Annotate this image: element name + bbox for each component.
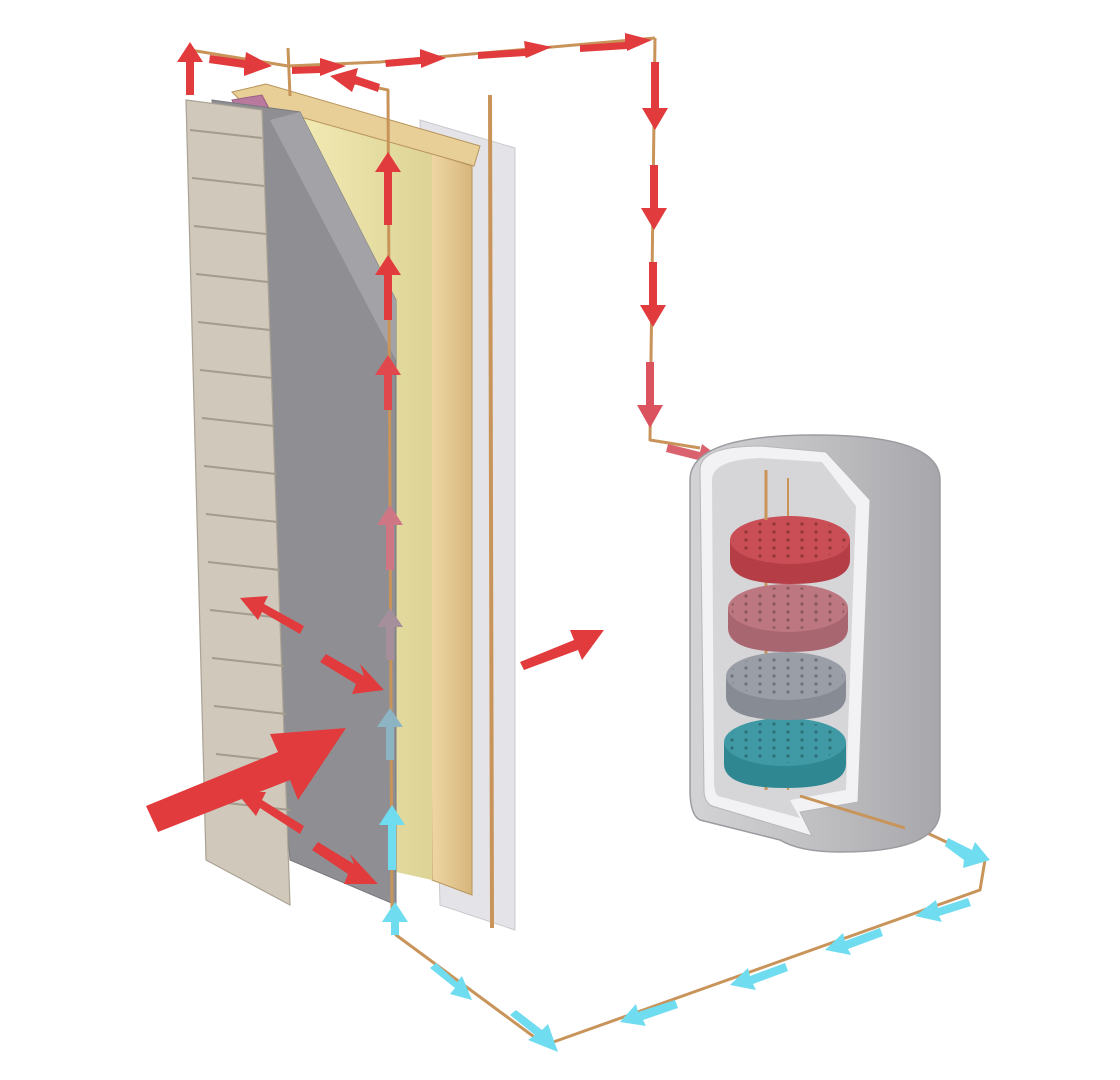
heat-input-arrow [146,728,346,832]
stud-right [427,151,473,896]
warm-flow-arrows [377,505,403,760]
sheathing-edge [270,112,396,360]
vertical-rod [488,94,494,929]
disc-hot [730,516,850,584]
transmitted-heat-arrow [520,630,604,670]
siding-panel [185,99,291,907]
cool-flow-arrows [379,805,990,1052]
insulation-layer [300,112,432,880]
disc-cool [724,718,846,788]
disc-warm [728,584,848,652]
hot-flow-arrows [177,33,668,428]
disc-neutral [726,652,846,720]
heat-input-arrows [146,596,604,884]
thermal-storage-tank [689,434,941,853]
wall-section [185,83,516,931]
